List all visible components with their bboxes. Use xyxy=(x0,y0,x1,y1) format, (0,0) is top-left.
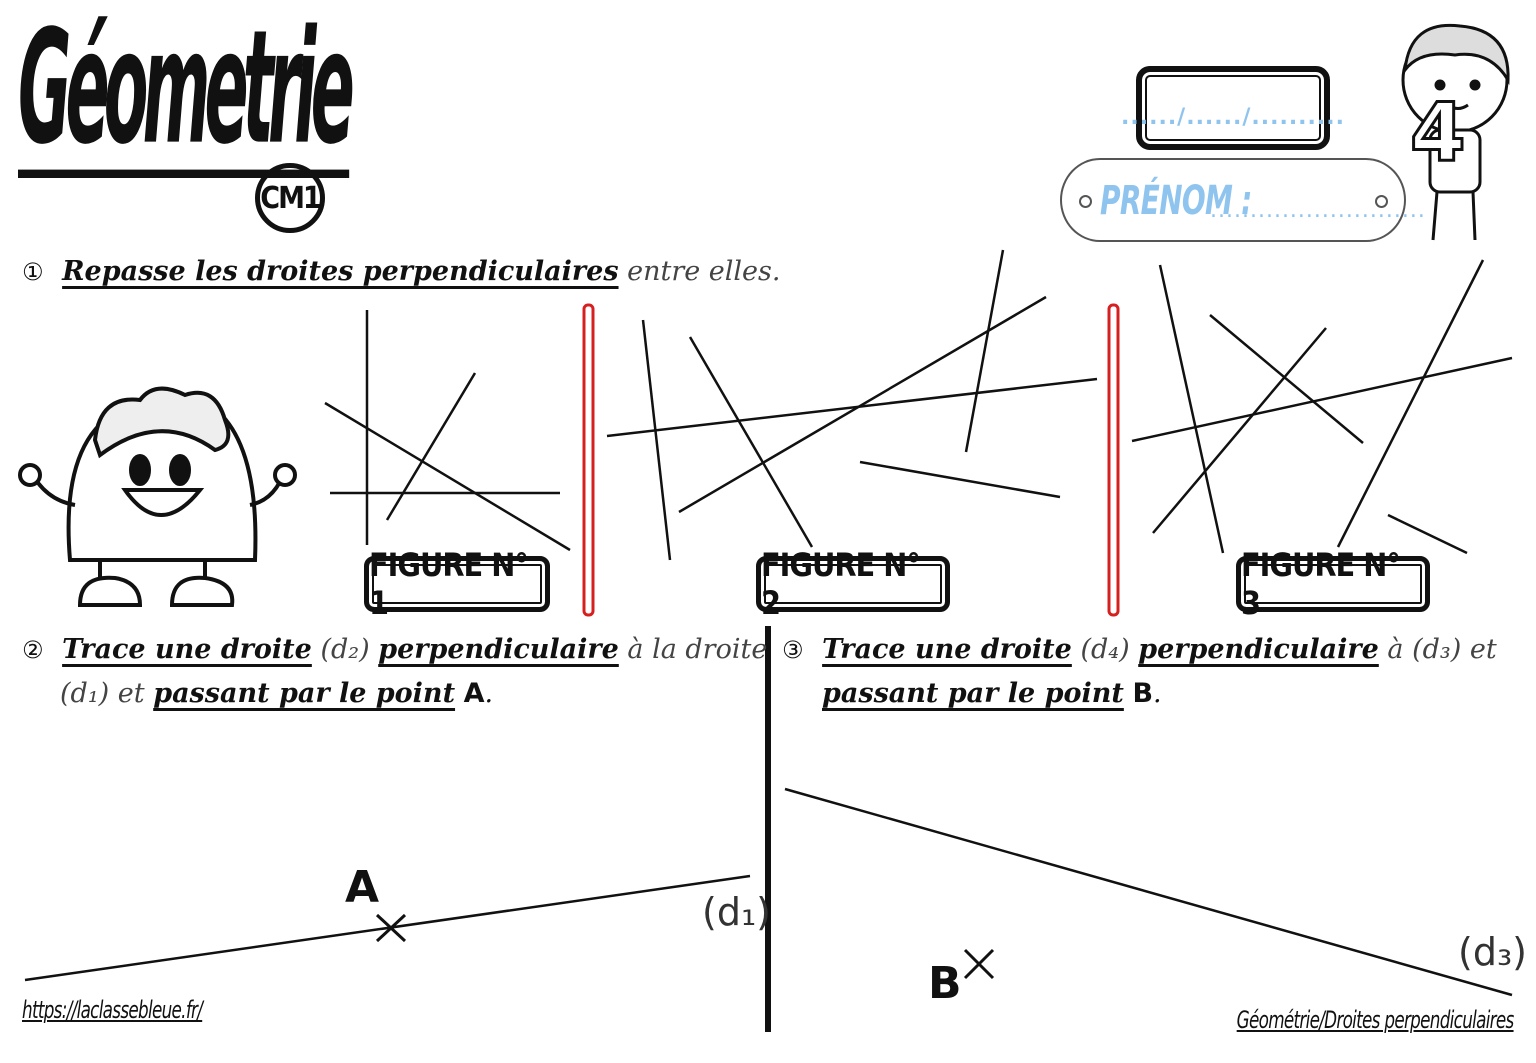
line-d3-label: (d₃) xyxy=(1458,930,1528,974)
line-d1-label: (d₁) xyxy=(702,890,772,934)
name-plate xyxy=(1060,158,1406,242)
exercise2-part6: passant par le point xyxy=(153,678,456,709)
exercise2-instruction-line2: (d₁) et passant par le point A. xyxy=(60,680,493,707)
exercise3-point: B xyxy=(1132,678,1154,709)
mascot-icon xyxy=(18,386,297,607)
exercise3-instruction-line1: ③ Trace une droite (d₄) perpendiculaire … xyxy=(782,636,1497,663)
exercise3-number: ③ xyxy=(782,636,804,664)
separator-2 xyxy=(1107,303,1120,617)
plate-hole-left xyxy=(1079,195,1092,208)
level-badge: CM1 xyxy=(255,163,325,233)
exercise3-end: . xyxy=(1153,678,1162,709)
figure-3-label: FIGURE N° 3 xyxy=(1236,546,1430,622)
exercise2-part5: (d₁) et xyxy=(60,678,145,709)
footer-url[interactable]: https://laclassebleue.fr/ xyxy=(22,996,203,1024)
exercise3-part4: à (d₃) et xyxy=(1387,634,1497,665)
exercise3-part6: passant par le point xyxy=(822,678,1124,709)
point-b-cross xyxy=(963,948,995,980)
exercise2-part4: à la droite xyxy=(627,634,768,665)
exercise2-part1: Trace une droite xyxy=(62,634,312,665)
exercise1-instruction: ① Repasse les droites perpendiculaires e… xyxy=(22,258,780,285)
mascot-number-four: 4 xyxy=(1410,86,1466,179)
point-a-cross xyxy=(375,913,407,943)
exercise2-point: A xyxy=(463,678,485,709)
name-label: PRÉNOM : xyxy=(1100,178,1252,224)
exercise2-part3: perpendiculaire xyxy=(378,634,619,665)
figure-1-label: FIGURE N° 1 xyxy=(364,546,550,622)
exercise3-instruction-line2: passant par le point B. xyxy=(822,680,1162,707)
name-field[interactable]: ........................... xyxy=(1210,198,1426,223)
page-title: Géometrie xyxy=(18,0,355,180)
plate-hole-right xyxy=(1375,195,1388,208)
figure2-lines xyxy=(606,249,1098,561)
date-field[interactable]: ....../....../.......... xyxy=(1121,66,1344,150)
exercise2-number: ② xyxy=(22,636,44,664)
separator-1 xyxy=(582,303,595,617)
exercise1-instruction-main: Repasse les droites perpendiculaires xyxy=(62,256,619,287)
exercise2-instruction-line1: ② Trace une droite (d₂) perpendiculaire … xyxy=(22,636,767,663)
mascot-boy-icon xyxy=(1401,23,1510,241)
exercise1-number: ① xyxy=(22,258,44,286)
figure-2-label: FIGURE N° 2 xyxy=(756,546,950,622)
exercise3-part1: Trace une droite xyxy=(822,634,1072,665)
point-b-label: B xyxy=(928,958,962,1009)
exercise3-part2: (d₄) xyxy=(1080,634,1130,665)
figure1-lines xyxy=(324,310,571,552)
exercise1-instruction-rest: entre elles. xyxy=(627,256,781,287)
figure3-lines xyxy=(1131,259,1513,555)
line-d3 xyxy=(784,787,1513,997)
exercise3-part3: perpendiculaire xyxy=(1138,634,1379,665)
point-a-label: A xyxy=(345,862,380,913)
exercise2-part2: (d₂) xyxy=(320,634,370,665)
line-d1 xyxy=(24,874,751,982)
footer-topic: Géométrie/Droites perpendiculaires xyxy=(1237,1006,1515,1034)
exercise2-end: . xyxy=(484,678,494,709)
